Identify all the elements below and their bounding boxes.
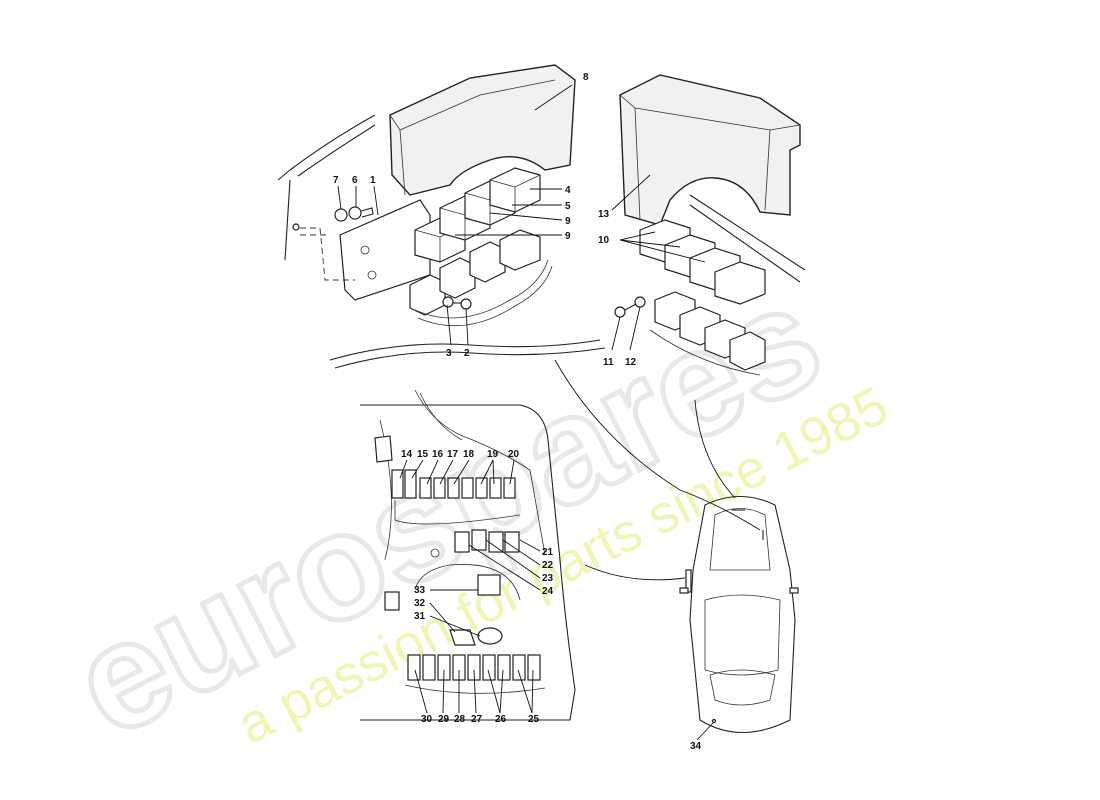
callout-28: 28 — [454, 714, 466, 725]
callout-26: 26 — [495, 714, 507, 725]
callout-6: 6 — [352, 175, 358, 186]
callout-leaders — [337, 84, 714, 741]
relay-cover-right — [619, 74, 801, 226]
callout-8: 8 — [583, 72, 589, 83]
callout-7: 7 — [333, 175, 339, 186]
relay-cover-left — [389, 64, 576, 196]
callout-5: 5 — [565, 201, 571, 212]
location-arrows — [554, 359, 761, 581]
left-relay-assembly — [277, 64, 606, 369]
callout-27: 27 — [471, 714, 483, 725]
callout-3: 3 — [446, 348, 452, 359]
callout-33: 33 — [414, 585, 426, 596]
callout-30: 30 — [421, 714, 433, 725]
relay-33 — [477, 574, 501, 596]
callout-14: 14 — [401, 449, 413, 460]
callout-labels: 1 2 3 4 5 6 7 8 9 9 10 11 12 13 14 15 16… — [333, 72, 702, 752]
callout-31: 31 — [414, 611, 426, 622]
callout-15: 15 — [417, 449, 429, 460]
car-top-view — [679, 496, 799, 734]
fuse-relay-panel — [360, 389, 576, 721]
watermark: eurospares a passion for parts since 198… — [46, 249, 898, 771]
callout-23: 23 — [542, 573, 554, 584]
fuse-row-bottom — [404, 654, 546, 694]
relay-row-middle — [430, 529, 520, 558]
callout-10: 10 — [598, 235, 610, 246]
callout-18: 18 — [463, 449, 475, 460]
relay-blocks-right — [639, 219, 766, 305]
callout-21: 21 — [542, 547, 554, 558]
callout-29: 29 — [438, 714, 450, 725]
callout-13: 13 — [598, 209, 610, 220]
right-relay-assembly — [614, 74, 806, 376]
callout-34: 34 — [690, 741, 702, 752]
callout-1: 1 — [370, 175, 376, 186]
callout-32: 32 — [414, 598, 426, 609]
mirror-left — [679, 587, 689, 594]
callout-20: 20 — [508, 449, 520, 460]
washer — [334, 208, 348, 222]
fuse-row-top — [391, 469, 521, 525]
callout-19: 19 — [487, 449, 499, 460]
callout-9b: 9 — [565, 231, 571, 242]
mirror-right — [789, 587, 799, 594]
relay-bases-left — [409, 229, 553, 327]
callout-11: 11 — [603, 357, 614, 368]
callout-24: 24 — [542, 586, 554, 597]
callout-16: 16 — [432, 449, 444, 460]
callout-9a: 9 — [565, 216, 571, 227]
callout-2: 2 — [464, 348, 470, 359]
callout-22: 22 — [542, 560, 554, 571]
relay-bases-right — [649, 291, 766, 376]
callout-25: 25 — [528, 714, 540, 725]
bolt-head — [348, 206, 362, 220]
callout-4: 4 — [565, 185, 571, 196]
callout-12: 12 — [625, 357, 637, 368]
callout-17: 17 — [447, 449, 459, 460]
